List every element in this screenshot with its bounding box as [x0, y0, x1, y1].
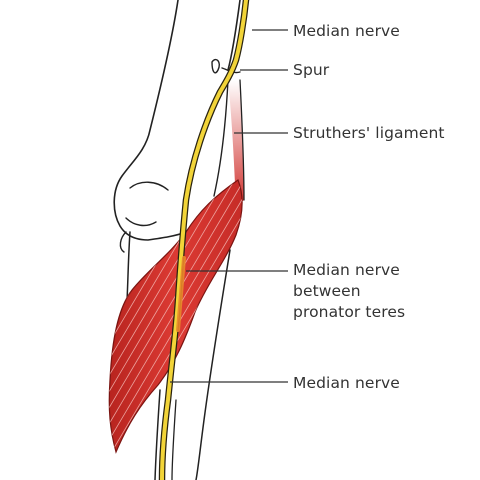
label-struthers-ligament: Struthers' ligament — [293, 124, 445, 142]
label-spur: Spur — [293, 61, 330, 79]
struthers-ligament — [228, 80, 244, 206]
label-line: pronator teres — [293, 303, 406, 321]
label-median-nerve-top: Median nerve — [293, 22, 400, 40]
label-line: Median nerve — [293, 261, 400, 279]
spur-bone — [211, 58, 221, 74]
label-median-nerve-bottom: Median nerve — [293, 374, 400, 392]
forearm-bone-right — [195, 249, 231, 480]
label-line: between — [293, 282, 361, 300]
humerus-bone — [113, 0, 187, 241]
label-median-nerve-between-pronator-teres: Median nerve between pronator teres — [293, 260, 405, 323]
